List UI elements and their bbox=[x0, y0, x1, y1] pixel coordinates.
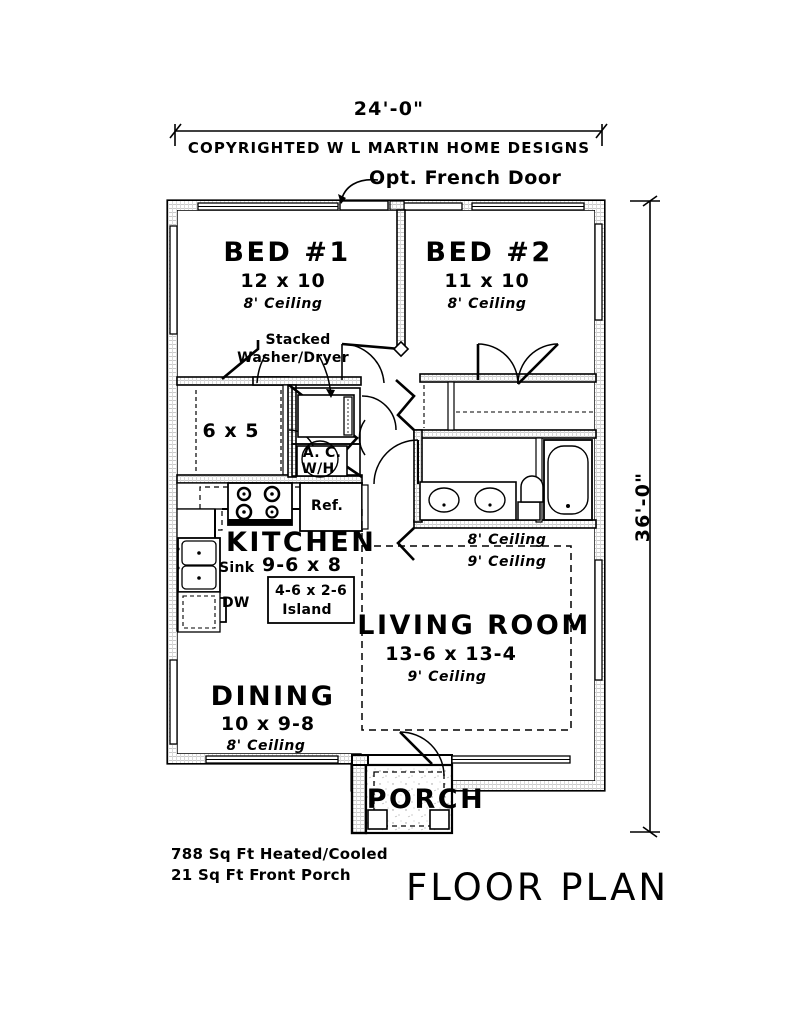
washer-dryer-leader-line-right bbox=[317, 353, 335, 398]
stacked-washer-dryer bbox=[297, 394, 355, 438]
windows-top bbox=[197, 202, 585, 211]
room-dim-dining: 10 x 9-8 bbox=[220, 713, 316, 735]
dishwasher bbox=[177, 591, 227, 633]
washer-dryer-leader-line-left bbox=[256, 353, 267, 384]
room-label-bed2: BED #2 bbox=[425, 237, 553, 268]
kitchen-sink bbox=[176, 537, 221, 593]
ceiling-note-upper: 8' Ceiling bbox=[467, 532, 547, 548]
heated-cooled-area: 788 Sq Ft Heated/Cooled bbox=[171, 845, 388, 863]
french-door-opening bbox=[339, 200, 405, 211]
bathroom-fixtures bbox=[419, 439, 593, 521]
dishwasher-label: DW bbox=[222, 595, 250, 611]
refrigerator-label: Ref. bbox=[311, 498, 344, 514]
room-ceiling-dining: 8' Ceiling bbox=[226, 738, 306, 754]
room-ceiling-living: 9' Ceiling bbox=[407, 669, 487, 685]
room-ceiling-bed2: 8' Ceiling bbox=[447, 296, 527, 312]
ac-water-heater bbox=[296, 440, 348, 478]
water-heater-label: W/H bbox=[301, 461, 335, 477]
height-dimension-label: 36'-0" bbox=[632, 471, 655, 543]
island-size-label: 4-6 x 2-6 bbox=[274, 583, 348, 599]
french-door-leader-line bbox=[338, 178, 379, 204]
washer-dryer-callout-line2: Washer/Dryer bbox=[237, 350, 349, 366]
sheet-title: FLOOR PLAN bbox=[406, 866, 670, 909]
ceiling-change-line bbox=[361, 545, 572, 731]
width-dimension-label: 24'-0" bbox=[353, 98, 425, 120]
room-dim-living: 13-6 x 13-4 bbox=[385, 643, 517, 665]
ceiling-note-lower: 9' Ceiling bbox=[467, 554, 547, 570]
front-porch-area: 21 Sq Ft Front Porch bbox=[171, 866, 351, 884]
room-label-kitchen: KITCHEN bbox=[226, 527, 377, 558]
french-door-callout: Opt. French Door bbox=[369, 167, 562, 189]
copyright-notice: COPYRIGHTED W L MARTIN HOME DESIGNS bbox=[187, 139, 591, 157]
room-label-living: LIVING ROOM bbox=[357, 610, 591, 641]
range-cooktop bbox=[227, 482, 293, 526]
room-dim-bed2: 11 x 10 bbox=[444, 270, 530, 292]
room-dim-kitchen: 9-6 x 8 bbox=[262, 554, 343, 576]
room-label-dining: DINING bbox=[210, 681, 336, 712]
room-dim-bed1: 12 x 10 bbox=[240, 270, 326, 292]
room-ceiling-bed1: 8' Ceiling bbox=[243, 296, 323, 312]
right-dimension-line bbox=[630, 195, 660, 838]
windows-left bbox=[169, 225, 178, 745]
sink-label: Sink bbox=[219, 560, 255, 576]
top-dimension-line bbox=[169, 123, 608, 146]
refrigerator bbox=[299, 482, 369, 532]
door-swings bbox=[288, 340, 559, 777]
room-label-bed1: BED #1 bbox=[223, 237, 351, 268]
bed2-closet-shelf bbox=[423, 385, 594, 428]
kitchen-island bbox=[267, 576, 355, 624]
washer-dryer-callout-line1: Stacked bbox=[265, 332, 331, 348]
windows-bottom bbox=[205, 755, 571, 764]
island-label: Island bbox=[282, 602, 332, 618]
closet-size-label: 6 x 5 bbox=[202, 420, 260, 442]
room-label-porch: PORCH bbox=[366, 784, 486, 815]
windows-right bbox=[594, 223, 603, 681]
ac-label: A. C. bbox=[302, 445, 342, 461]
porch-walls bbox=[350, 754, 454, 835]
